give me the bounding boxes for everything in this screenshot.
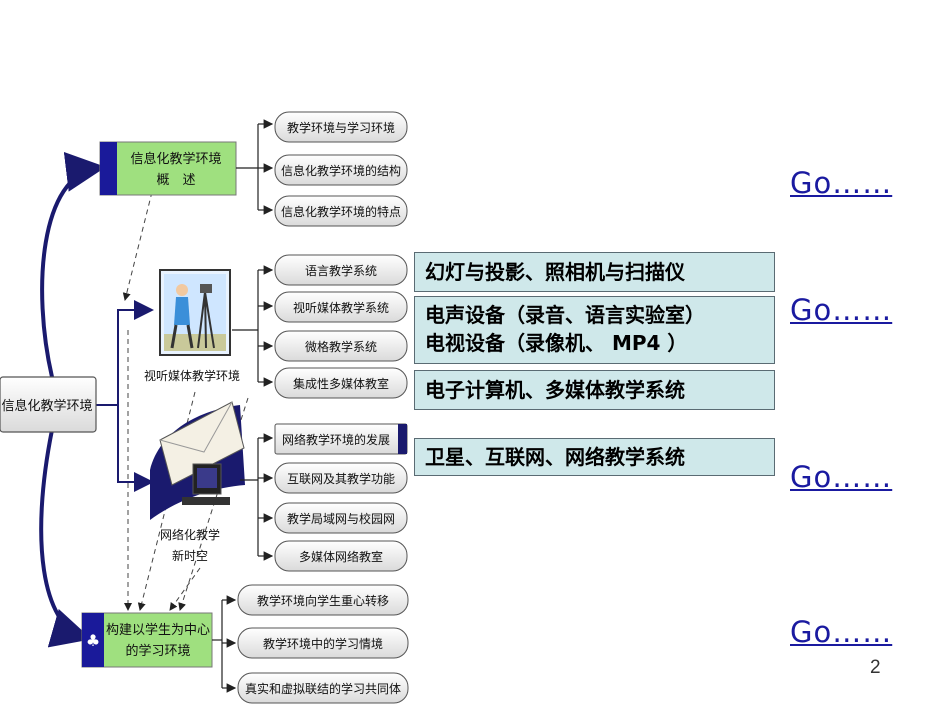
callout-projection-text: 幻灯与投影、照相机与扫描仪	[425, 260, 685, 284]
arrow-to-student-center	[39, 429, 92, 648]
network-child-2[interactable]: 互联网及其教学功能	[274, 462, 408, 494]
dashed-arrow	[122, 191, 153, 301]
student-child-3[interactable]: 真实和虚拟联结的学习共同体	[237, 672, 409, 704]
av-media-bracket	[232, 265, 274, 387]
go-link-av-media[interactable]: Go……	[790, 293, 893, 327]
callout-video-text: 电视设备（录像机、 MP4 ）	[425, 331, 688, 355]
student-child-2[interactable]: 教学环境中的学习情境	[237, 627, 409, 659]
teacher-projector-icon	[159, 269, 231, 356]
student-child-1[interactable]: 教学环境向学生重心转移	[237, 584, 409, 616]
overview-child-label: 教学环境与学习环境	[287, 120, 395, 135]
network-child-3[interactable]: 教学局域网与校园网	[274, 502, 408, 534]
av-child-1[interactable]: 语言教学系统	[274, 254, 408, 286]
av-child-3[interactable]: 微格教学系统	[274, 330, 408, 362]
callout-projection: 幻灯与投影、照相机与扫描仪	[414, 252, 775, 292]
av-child-label: 微格教学系统	[305, 339, 377, 354]
overview-node[interactable]: 信息化教学环境 概 述	[99, 141, 237, 196]
callout-network: 卫星、互联网、网络教学系统	[414, 438, 775, 476]
callout-network-text: 卫星、互联网、网络教学系统	[425, 445, 685, 469]
go-link-overview[interactable]: Go……	[790, 166, 893, 200]
network-child-label: 网络教学环境的发展	[282, 432, 390, 447]
callout-computer-text: 电子计算机、多媒体教学系统	[425, 378, 685, 402]
av-child-label: 视听媒体教学系统	[293, 300, 389, 315]
student-child-label: 教学环境向学生重心转移	[257, 593, 389, 608]
overview-child-label: 信息化教学环境的结构	[281, 163, 401, 178]
overview-title-line1: 信息化教学环境	[130, 151, 221, 167]
callout-audio-text: 电声设备（录音、语言实验室）	[425, 303, 705, 327]
network-bracket	[240, 433, 274, 561]
network-child-4[interactable]: 多媒体网络教室	[274, 540, 408, 572]
av-child-label: 语言教学系统	[305, 263, 377, 278]
av-child-4[interactable]: 集成性多媒体教室	[274, 367, 408, 399]
overview-title-line2: 概 述	[156, 173, 195, 188]
av-child-label: 集成性多媒体教室	[293, 376, 389, 391]
network-computer-icon	[150, 401, 245, 520]
student-child-label: 真实和虚拟联结的学习共同体	[245, 681, 401, 696]
network-caption-line2: 新时空	[172, 548, 208, 563]
overview-bracket	[236, 119, 274, 215]
av-media-caption: 视听媒体教学环境	[144, 368, 240, 383]
callout-audio-video: 电声设备（录音、语言实验室） 电视设备（录像机、 MP4 ）	[414, 296, 775, 364]
network-caption-line1: 网络化教学	[160, 527, 220, 542]
arrow-to-overview	[40, 152, 106, 378]
clover-icon: ♣	[86, 631, 100, 650]
overview-child-2[interactable]: 信息化教学环境的结构	[274, 154, 408, 186]
dashed-arrow	[169, 567, 201, 611]
student-center-line2: 的学习环境	[125, 643, 190, 659]
network-child-1[interactable]: 网络教学环境的发展	[274, 423, 408, 455]
overview-child-3[interactable]: 信息化教学环境的特点	[274, 195, 408, 227]
network-child-label: 教学局域网与校园网	[287, 511, 395, 526]
overview-child-1[interactable]: 教学环境与学习环境	[274, 111, 408, 143]
root-label: 信息化教学环境	[1, 398, 92, 414]
arrow-to-network	[117, 405, 154, 492]
root-node[interactable]: 信息化教学环境	[0, 376, 97, 433]
page-number: 2	[870, 657, 881, 678]
av-child-2[interactable]: 视听媒体教学系统	[274, 291, 408, 323]
network-child-label: 互联网及其教学功能	[287, 471, 395, 486]
go-link-network[interactable]: Go……	[790, 460, 893, 494]
student-center-bracket	[212, 595, 237, 693]
student-child-label: 教学环境中的学习情境	[263, 636, 383, 651]
network-child-label: 多媒体网络教室	[299, 549, 383, 564]
callout-computer: 电子计算机、多媒体教学系统	[414, 370, 775, 410]
overview-child-label: 信息化教学环境的特点	[281, 204, 401, 219]
student-center-node[interactable]: ♣ 构建以学生为中心 的学习环境	[81, 612, 213, 668]
arrow-to-av-media	[96, 300, 154, 406]
student-center-line1: 构建以学生为中心	[106, 622, 210, 638]
go-link-student-center[interactable]: Go……	[790, 615, 893, 649]
